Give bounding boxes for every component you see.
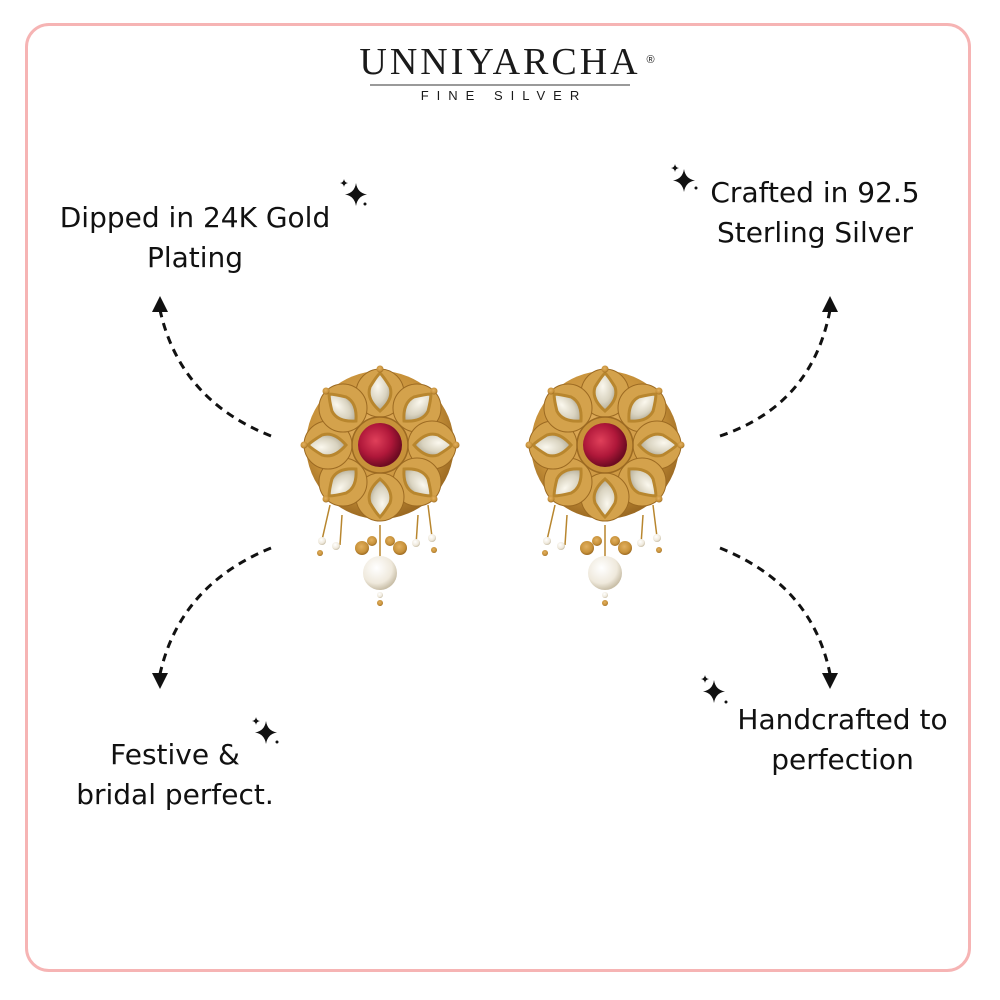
arrow-to-festive-bridal <box>158 546 272 675</box>
arrow-to-gold-plating <box>158 309 272 438</box>
feature-text-line1: Dipped in 24K Gold <box>59 201 331 234</box>
sparkle-icon <box>340 179 367 206</box>
arrow-to-handcrafted <box>719 546 832 675</box>
arrow-to-sterling-silver <box>719 309 832 438</box>
sparkle-icon <box>701 675 728 704</box>
feature-text-line2: Plating <box>146 241 244 274</box>
feature-text-line1: Crafted in 92.5 <box>710 176 920 209</box>
brand-wordmark: UNNIYARCHA <box>359 41 641 83</box>
feature-text-line1: Handcrafted to <box>737 703 948 736</box>
arrowhead-down-icon <box>152 673 168 689</box>
arrowhead-up-icon <box>152 296 168 312</box>
sparkle-icon <box>252 717 279 744</box>
brand-tagline: FINE SILVER <box>420 88 588 103</box>
feature-text-line2: Sterling Silver <box>716 216 914 249</box>
arrowhead-down-icon <box>822 673 838 689</box>
feature-text-line2: perfection <box>771 743 914 776</box>
brand-logo: UNNIYARCHA ® FINE SILVER <box>0 42 1000 103</box>
feature-text-line1: Festive & <box>110 738 240 771</box>
page-frame <box>25 23 971 972</box>
feature-handcrafted: Handcrafted to perfection <box>715 700 970 780</box>
arrowhead-up-icon <box>822 296 838 312</box>
feature-festive-bridal: Festive & bridal perfect. <box>55 735 295 815</box>
feature-text-line2: bridal perfect. <box>76 778 274 811</box>
feature-sterling-silver: Crafted in 92.5 Sterling Silver <box>690 173 940 253</box>
sparkle-icon <box>671 164 698 192</box>
brand-name: UNNIYARCHA ® <box>359 41 654 83</box>
earring-right <box>524 364 686 608</box>
registered-mark: ® <box>646 54 655 66</box>
logo-divider <box>370 84 630 86</box>
earring-left <box>299 364 461 608</box>
feature-gold-plating: Dipped in 24K Gold Plating <box>40 198 350 278</box>
